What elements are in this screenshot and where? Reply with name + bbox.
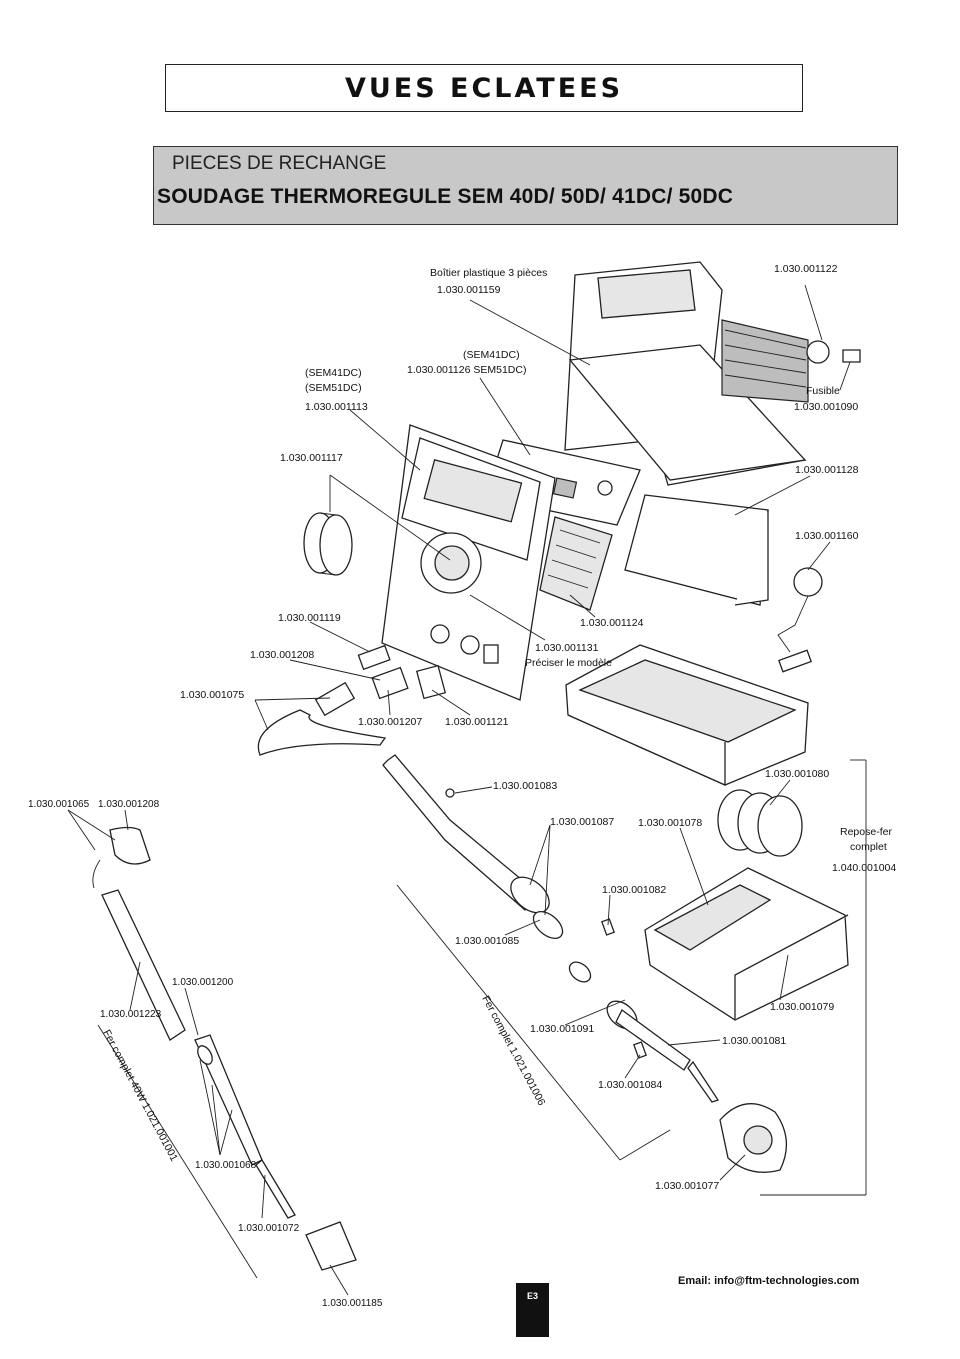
label-ref-119: 1.030.001119 bbox=[278, 612, 341, 624]
label-front-model1: (SEM41DC) bbox=[305, 367, 362, 379]
label-ref-077: 1.030.001077 bbox=[655, 1180, 719, 1192]
label-ref-122: 1.030.001122 bbox=[774, 263, 838, 275]
label-ref-083: 1.030.001083 bbox=[493, 780, 557, 792]
label-boitier-desc: Boîtier plastique 3 pièces bbox=[430, 267, 547, 279]
label-ref-208b: 1.030.001208 bbox=[98, 799, 160, 810]
left-iron-drawing bbox=[92, 826, 357, 1271]
knob-drawing bbox=[303, 512, 353, 576]
label-ref-200: 1.030.001200 bbox=[172, 977, 234, 988]
label-front-model2: (SEM51DC) bbox=[305, 382, 362, 394]
label-repose-ref: 1.040.001004 bbox=[832, 862, 896, 874]
label-ref-117: 1.030.001117 bbox=[280, 452, 343, 464]
label-ref-131: 1.030.001131 bbox=[535, 642, 599, 654]
front-panel-drawing bbox=[381, 424, 556, 701]
base-tray-drawing bbox=[565, 644, 809, 787]
label-ref-068: 1.030.001068 bbox=[195, 1160, 257, 1171]
main-iron-drawing bbox=[382, 754, 720, 1103]
label-ref-208a: 1.030.001208 bbox=[250, 649, 314, 661]
label-repose-desc1: Repose-fer bbox=[840, 826, 892, 838]
label-ref-091: 1.030.001091 bbox=[530, 1023, 594, 1035]
rear-housing-drawing bbox=[564, 261, 861, 486]
label-ref-065: 1.030.001065 bbox=[28, 799, 90, 810]
leader-lines bbox=[67, 284, 867, 1296]
label-fer-complet: Fer complet 1.021.001006 bbox=[479, 994, 547, 1108]
bulb-drawing bbox=[777, 567, 823, 673]
sponge-drawing bbox=[719, 1103, 788, 1173]
label-ref-087: 1.030.001087 bbox=[550, 816, 614, 828]
label-pcb-line2: 1.030.001126 SEM51DC) bbox=[407, 364, 526, 376]
page-title: VUES ECLATEES bbox=[344, 72, 624, 104]
iron-holder-drawing bbox=[644, 789, 849, 1021]
label-ref-121: 1.030.001121 bbox=[445, 716, 509, 728]
label-fer-complet-40w: Fer complet 40W 1.021.001001 bbox=[100, 1028, 180, 1164]
label-ref-075: 1.030.001075 bbox=[180, 689, 244, 701]
section-header: PIECES DE RECHANGE SOUDAGE THERMOREGULE … bbox=[153, 146, 898, 225]
label-ref-084: 1.030.001084 bbox=[598, 1079, 662, 1091]
label-ref-160: 1.030.001160 bbox=[795, 530, 859, 542]
label-ref-081: 1.030.001081 bbox=[722, 1035, 786, 1047]
label-ref-079: 1.030.001079 bbox=[770, 1001, 834, 1013]
contact-email: Email: info@ftm-technologies.com bbox=[678, 1275, 860, 1287]
page-title-box: VUES ECLATEES bbox=[165, 64, 803, 112]
label-ref-185: 1.030.001185 bbox=[322, 1298, 383, 1309]
label-ref-080: 1.030.001080 bbox=[765, 768, 829, 780]
label-ref-223: 1.030.001223 bbox=[100, 1009, 162, 1020]
transformer-cover-drawing bbox=[624, 494, 769, 606]
label-front-ref: 1.030.001113 bbox=[305, 401, 368, 413]
page-number: E3 bbox=[516, 1283, 549, 1337]
label-ref-207: 1.030.001207 bbox=[358, 716, 422, 728]
label-fusible-ref: 1.030.001090 bbox=[794, 401, 858, 413]
label-ref-124: 1.030.001124 bbox=[580, 617, 644, 629]
label-fusible-desc: Fusible bbox=[806, 385, 840, 397]
connectors-drawing bbox=[257, 644, 447, 756]
label-ref-085: 1.030.001085 bbox=[455, 935, 519, 947]
label-ref-131-note: Préciser le modèle bbox=[525, 657, 612, 669]
label-ref-072: 1.030.001072 bbox=[238, 1223, 300, 1234]
product-title: SOUDAGE THERMOREGULE SEM 40D/ 50D/ 41DC/… bbox=[157, 185, 734, 208]
label-boitier-ref: 1.030.001159 bbox=[437, 284, 501, 296]
section-subtitle: PIECES DE RECHANGE bbox=[172, 153, 387, 174]
label-ref-082: 1.030.001082 bbox=[602, 884, 666, 896]
label-ref-078: 1.030.001078 bbox=[638, 817, 702, 829]
label-repose-desc2: complet bbox=[850, 841, 887, 853]
label-pcb-model1: (SEM41DC) bbox=[463, 349, 520, 361]
label-ref-128: 1.030.001128 bbox=[795, 464, 859, 476]
